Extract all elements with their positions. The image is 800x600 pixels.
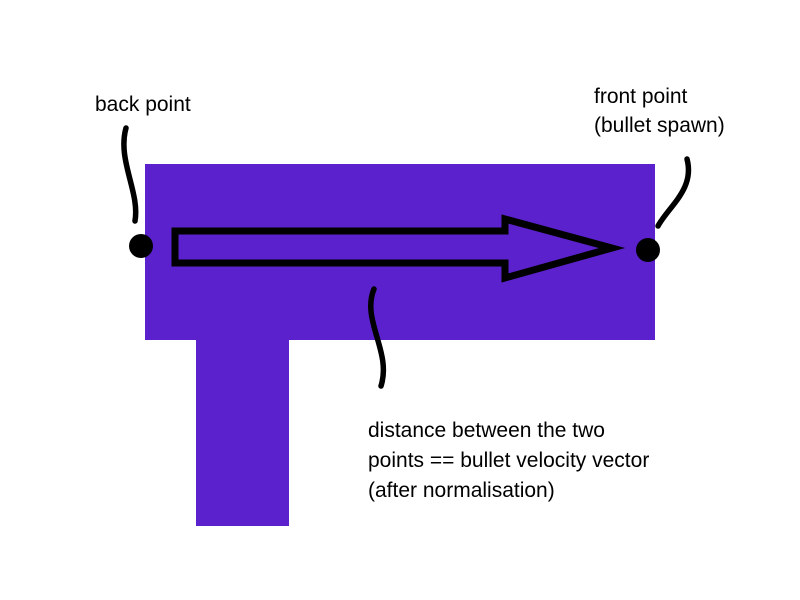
back-point-dot <box>129 234 153 258</box>
back-point-pointer-line <box>121 125 139 224</box>
distance-pointer-line <box>368 286 387 389</box>
distance-caption: distance between the two points == bulle… <box>368 416 649 506</box>
distance-caption-line2: points == bullet velocity vector <box>368 449 650 472</box>
back-point-label: back point <box>95 93 191 116</box>
front-point-pointer-line <box>655 156 692 229</box>
distance-caption-line1: distance between the two <box>368 419 605 442</box>
front-point-label: front point (bullet spawn) <box>594 82 725 140</box>
front-point-dot <box>636 238 660 262</box>
gun-body-shape <box>145 164 655 340</box>
velocity-arrow <box>171 214 626 283</box>
gun-grip-shape <box>196 338 289 526</box>
front-point-label-line2: (bullet spawn) <box>594 114 725 137</box>
distance-caption-line3: (after normalisation) <box>368 479 555 502</box>
front-point-label-line1: front point <box>594 85 688 108</box>
